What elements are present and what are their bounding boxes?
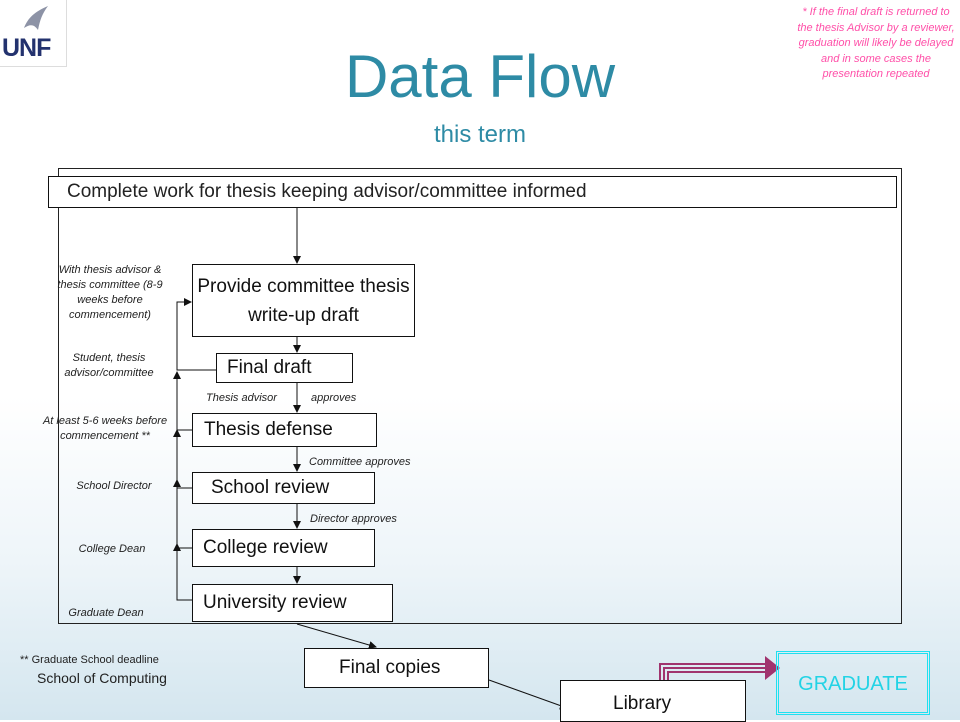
graduate-arrowhead xyxy=(765,656,780,680)
box-complete-work: Complete work for thesis keeping advisor… xyxy=(48,176,897,208)
library-to-graduate-connector xyxy=(659,663,765,680)
box-school-review: School review xyxy=(192,472,375,504)
box-library: Library xyxy=(560,680,746,722)
osprey-icon xyxy=(24,6,48,30)
footer-school: School of Computing xyxy=(37,670,167,686)
loop-college xyxy=(173,479,192,549)
role-deadline: At least 5-6 weeks before commencement *… xyxy=(42,415,168,442)
role-school-director: School Director xyxy=(76,480,152,492)
unf-logo: UNF xyxy=(0,0,67,67)
footnote-deadline: ** Graduate School deadline xyxy=(20,654,159,666)
loop-final-to-provide xyxy=(176,298,216,371)
arrow-copies-to-library xyxy=(488,679,568,710)
delay-note: * If the final draft is returned to the … xyxy=(797,6,955,81)
page-subtitle: this term xyxy=(433,121,526,148)
box-provide-draft: Provide committee thesis write-up draft xyxy=(192,264,415,337)
role-graduate-dean: Graduate Dean xyxy=(68,607,144,619)
page-title: Data Flow xyxy=(344,43,616,110)
label-committee-approves: Committee approves xyxy=(309,456,411,468)
label-thesis-advisor: Thesis advisor xyxy=(206,392,277,404)
box-final-draft: Final draft xyxy=(216,353,353,383)
arrow-university-to-copies xyxy=(296,623,377,649)
role-college-dean: College Dean xyxy=(78,543,146,555)
label-approves: approves xyxy=(311,392,357,404)
loop-university xyxy=(173,543,192,601)
box-thesis-defense: Thesis defense xyxy=(192,413,377,447)
role-with-advisor: With thesis advisor & thesis committee (… xyxy=(57,264,163,321)
role-student: Student, thesis advisor/committee xyxy=(64,352,154,379)
graduate-box: GRADUATE xyxy=(776,651,930,715)
box-university-review: University review xyxy=(192,584,393,622)
logo-text: UNF xyxy=(2,34,51,62)
label-director-approves: Director approves xyxy=(310,513,397,525)
box-final-copies: Final copies xyxy=(304,648,489,688)
box-college-review: College review xyxy=(192,529,375,567)
diagram-frame xyxy=(58,168,902,624)
